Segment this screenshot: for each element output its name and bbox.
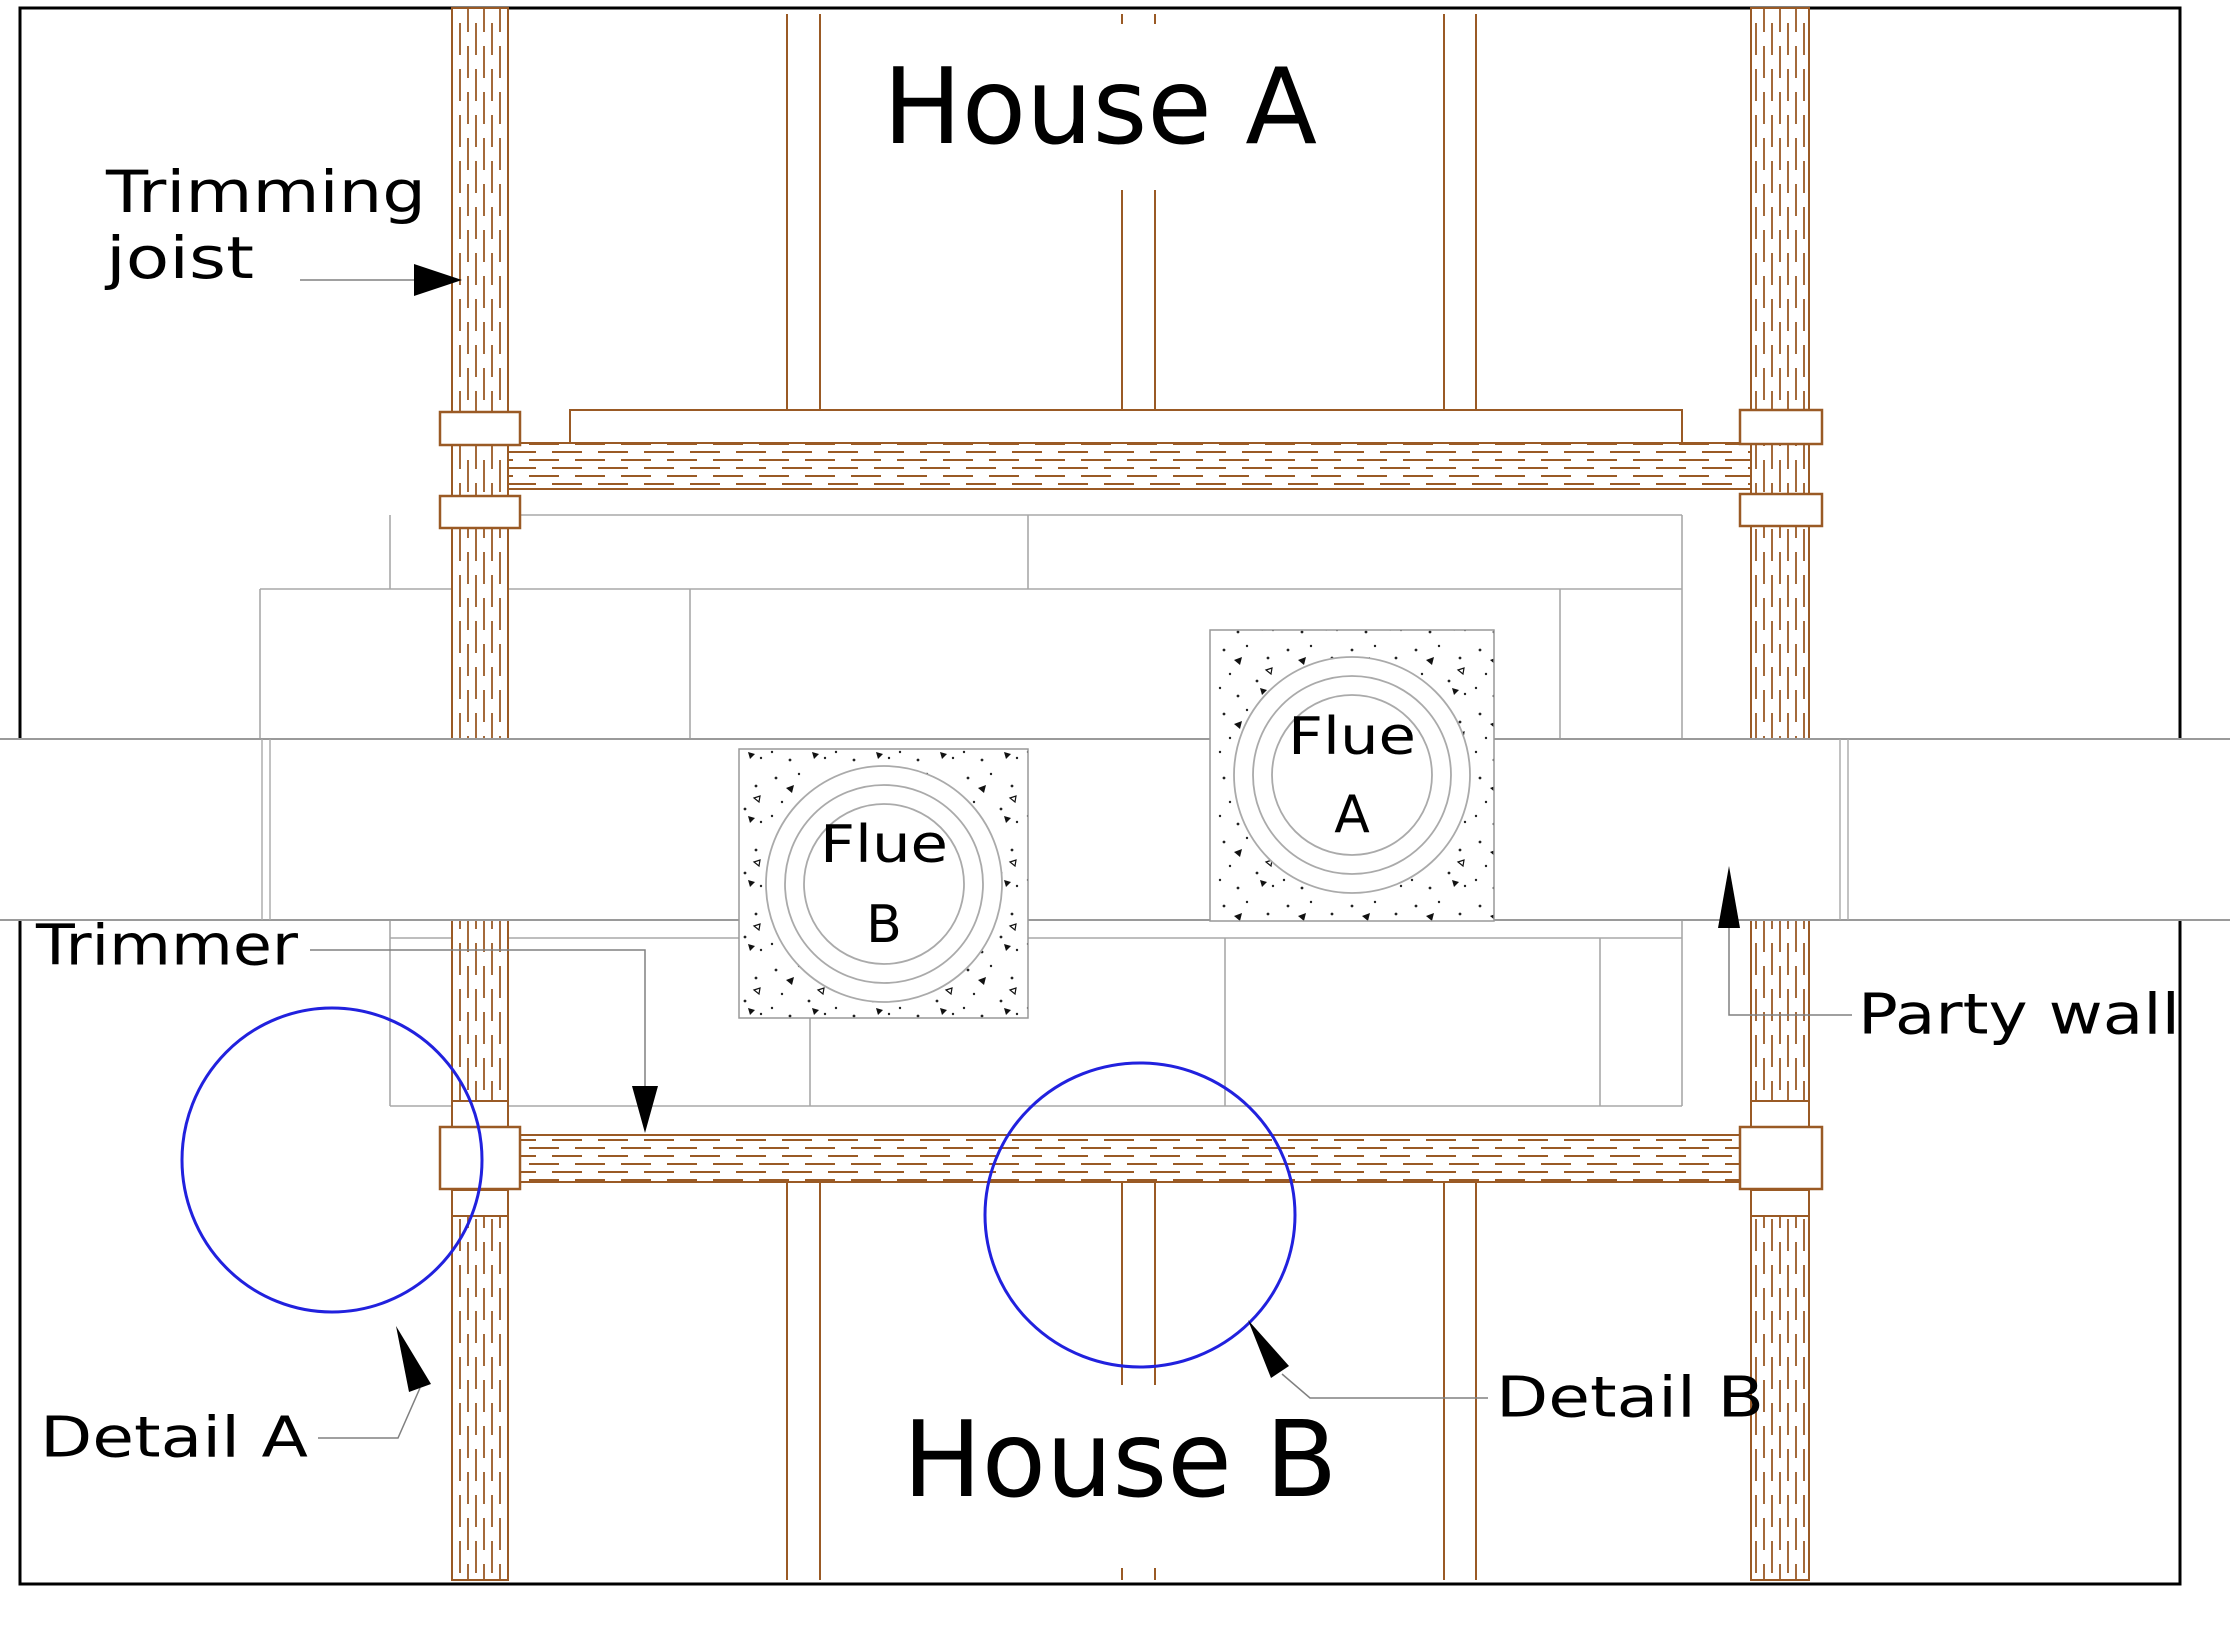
flue-b-ring-outer <box>765 765 1003 1003</box>
party-wall-label: Party wall <box>1858 983 2180 1048</box>
flue-b: Flue B <box>738 748 1029 1019</box>
flue-a-ring-inner <box>1271 694 1433 856</box>
flue-a-ring-middle <box>1252 675 1452 875</box>
left-trimming-joist-lower <box>451 919 509 1581</box>
detail-a-circle <box>180 1006 484 1314</box>
bottom-trimmer <box>438 1100 1824 1217</box>
right-spacer-lower <box>1750 1189 1810 1217</box>
leaders <box>300 264 1852 1439</box>
flue-a-ring-outer <box>1233 656 1471 894</box>
flue-b-label-line1: Flue <box>820 815 948 875</box>
right-spacer-upper <box>1750 1100 1810 1128</box>
party-wall-band <box>0 738 2230 921</box>
trimmer-arrow-icon <box>632 1086 658 1133</box>
trimming-joist-label-line2: joist <box>104 224 254 292</box>
right-bearing-block <box>1738 1125 1824 1191</box>
detail-a-leader <box>318 1387 421 1439</box>
left-trimming-joist <box>451 7 509 1581</box>
party-wall-arrow-icon <box>1718 866 1740 928</box>
flue-a-label-line2: A <box>1334 785 1370 845</box>
house-a-common-joists <box>786 14 1477 410</box>
flue-b-ring-middle <box>784 784 984 984</box>
trimming-joist-arrow-icon <box>414 264 462 296</box>
flue-a-label-line1: Flue <box>1288 707 1416 767</box>
right-trimming-joist <box>1750 7 1810 1581</box>
house-b-title: House B <box>903 1399 1337 1521</box>
detail-b-circle <box>983 1061 1297 1369</box>
right-joist-block-upper <box>1738 408 1824 446</box>
right-trimming-joist-upper <box>1750 7 1810 740</box>
flue-b-ring-inner <box>803 803 965 965</box>
right-joist-block-lower <box>1738 492 1824 528</box>
detail-a-arrow-icon <box>396 1326 431 1392</box>
trimmer-leader <box>310 949 646 1086</box>
house-b-common-joists <box>786 1182 1477 1580</box>
trimming-joist-label-line1: Trimming <box>105 158 426 226</box>
left-spacer-upper <box>451 1100 509 1128</box>
left-joist-block-lower <box>438 494 522 530</box>
bottom-trimmer-hatched <box>507 1134 1752 1183</box>
detail-b-label: Detail B <box>1496 1366 1764 1431</box>
party-wall-joints <box>261 739 1849 920</box>
party-wall-fill <box>0 739 2230 920</box>
top-trimmer-hatched <box>507 442 1752 490</box>
party-wall-leader <box>1728 928 1852 1016</box>
left-joist-block-upper <box>438 410 522 447</box>
left-trimming-joist-upper <box>451 7 509 740</box>
top-trimmer-plate <box>569 409 1683 444</box>
house-a-title: House A <box>883 46 1317 168</box>
flue-b-label-line2: B <box>866 895 902 955</box>
top-trimmer <box>438 408 1824 530</box>
detail-b-leader <box>1281 1373 1488 1399</box>
left-spacer-lower <box>451 1189 509 1217</box>
right-trimming-joist-lower <box>1750 919 1810 1581</box>
flue-a: Flue A <box>1209 629 1495 922</box>
detail-a-label: Detail A <box>40 1406 308 1471</box>
detail-b-arrow-icon <box>1248 1320 1289 1378</box>
trimmer-label: Trimmer <box>35 914 299 979</box>
